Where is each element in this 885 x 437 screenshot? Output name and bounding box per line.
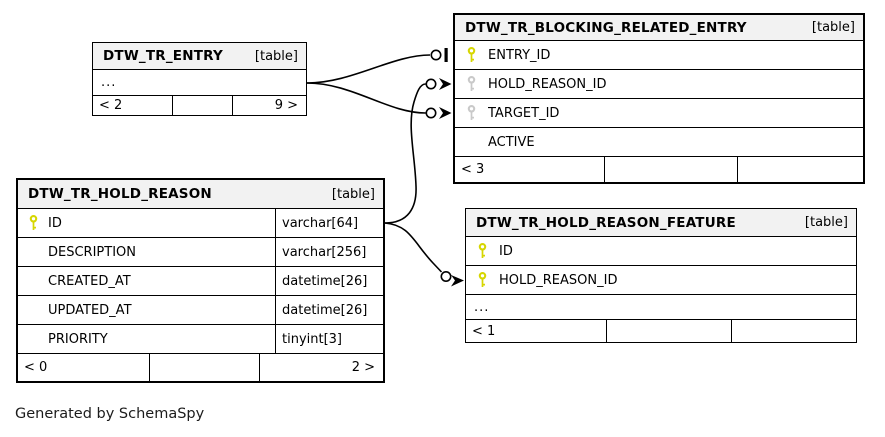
column-name: DESCRIPTION — [48, 244, 136, 260]
generator-note: Generated by SchemaSpy — [15, 406, 205, 422]
footer-mid-cell — [149, 354, 259, 381]
relationship-hold-reason-to-feature-hold-reason-id — [384, 222, 464, 287]
table-node-dtw-tr-hold-reason-feature[interactable]: DTW_TR_HOLD_REASON_FEATURE [table] ID HO… — [465, 208, 857, 343]
foreign-key-icon — [455, 105, 488, 121]
table-header: DTW_TR_HOLD_REASON_FEATURE [table] — [466, 209, 856, 237]
column-type: varchar[64] — [275, 209, 383, 237]
table-header: DTW_TR_BLOCKING_RELATED_ENTRY [table] — [455, 15, 863, 41]
column-type: datetime[26] — [275, 267, 383, 295]
table-node-dtw-tr-entry[interactable]: DTW_TR_ENTRY [table] ... < 2 9 > — [92, 42, 307, 116]
footer-parents-count: 2 > — [259, 354, 383, 381]
relationship-entry-to-target-id — [306, 82, 452, 119]
table-name: DTW_TR_HOLD_REASON_FEATURE — [476, 214, 736, 231]
column-row: ACTIVE — [455, 128, 863, 157]
column-name: ACTIVE — [488, 134, 535, 150]
column-row: HOLD_REASON_ID — [455, 70, 863, 99]
footer-parents-count: 9 > — [232, 96, 306, 115]
column-row: PRIORITY tinyint[3] — [18, 325, 383, 354]
table-type-badge: [table] — [254, 48, 298, 64]
collapsed-columns-row: ... — [93, 70, 306, 96]
column-row: DESCRIPTION varchar[256] — [18, 238, 383, 267]
column-name: ID — [48, 215, 62, 231]
primary-key-icon — [466, 243, 499, 259]
table-name: DTW_TR_BLOCKING_RELATED_ENTRY — [465, 19, 747, 36]
column-row: CREATED_AT datetime[26] — [18, 267, 383, 296]
column-name: CREATED_AT — [48, 273, 131, 289]
footer-right-cell — [731, 320, 856, 342]
column-row: ENTRY_ID — [455, 41, 863, 70]
footer-right-cell — [737, 157, 863, 182]
footer-mid-cell — [172, 96, 232, 115]
footer-children-count: < 3 — [461, 162, 485, 177]
table-name: DTW_TR_ENTRY — [103, 48, 223, 64]
collapsed-columns-row: ... — [466, 295, 856, 320]
table-header: DTW_TR_HOLD_REASON [table] — [18, 180, 383, 209]
table-type-badge: [table] — [804, 215, 848, 230]
ellipsis-label: ... — [101, 75, 117, 90]
footer-children-count: < 1 — [472, 323, 496, 339]
relationship-entry-to-entry-id — [306, 48, 448, 84]
column-name: HOLD_REASON_ID — [499, 272, 618, 288]
column-row: UPDATED_AT datetime[26] — [18, 296, 383, 325]
foreign-key-icon — [455, 76, 488, 92]
table-footer: < 2 9 > — [93, 96, 306, 115]
footer-mid-cell — [606, 320, 731, 342]
column-type: varchar[256] — [275, 238, 383, 266]
table-footer: < 1 — [466, 320, 856, 342]
column-name: HOLD_REASON_ID — [488, 76, 607, 92]
footer-children-count: < 2 — [99, 98, 123, 113]
column-row: ID varchar[64] — [18, 209, 383, 238]
column-name: ENTRY_ID — [488, 47, 551, 63]
primary-key-icon — [466, 272, 499, 288]
column-type: datetime[26] — [275, 296, 383, 324]
primary-key-icon — [18, 215, 48, 231]
table-footer: < 3 — [455, 157, 863, 182]
column-name: TARGET_ID — [488, 105, 560, 121]
ellipsis-label: ... — [474, 299, 490, 315]
table-type-badge: [table] — [331, 186, 375, 202]
column-name: UPDATED_AT — [48, 302, 132, 318]
column-row: HOLD_REASON_ID — [466, 266, 856, 295]
footer-children-count: < 0 — [24, 360, 48, 375]
relationship-hold-reason-to-hold-reason-id — [384, 78, 452, 224]
table-node-dtw-tr-hold-reason[interactable]: DTW_TR_HOLD_REASON [table] ID varchar[64… — [16, 178, 385, 383]
table-header: DTW_TR_ENTRY [table] — [93, 43, 306, 70]
column-name: PRIORITY — [48, 331, 108, 347]
primary-key-icon — [455, 47, 488, 63]
column-type: tinyint[3] — [275, 325, 383, 353]
table-type-badge: [table] — [811, 20, 855, 35]
column-row: TARGET_ID — [455, 99, 863, 128]
column-name: ID — [499, 243, 513, 259]
table-node-dtw-tr-blocking-related-entry[interactable]: DTW_TR_BLOCKING_RELATED_ENTRY [table] EN… — [453, 13, 865, 184]
column-row: ID — [466, 237, 856, 266]
table-footer: < 0 2 > — [18, 354, 383, 381]
table-name: DTW_TR_HOLD_REASON — [28, 186, 212, 202]
footer-mid-cell — [604, 157, 737, 182]
